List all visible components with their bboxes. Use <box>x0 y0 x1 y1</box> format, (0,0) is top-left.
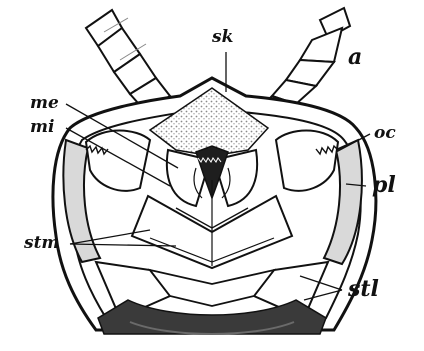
label-me: me <box>30 93 59 113</box>
label-panel-a: a <box>348 44 362 70</box>
label-mi: mi <box>30 117 54 137</box>
label-sk: sk <box>211 27 233 47</box>
label-pl: pl <box>372 172 396 198</box>
label-stm: stm <box>23 233 59 253</box>
label-stl: stl <box>347 276 379 302</box>
label-oc: oc <box>374 123 396 143</box>
